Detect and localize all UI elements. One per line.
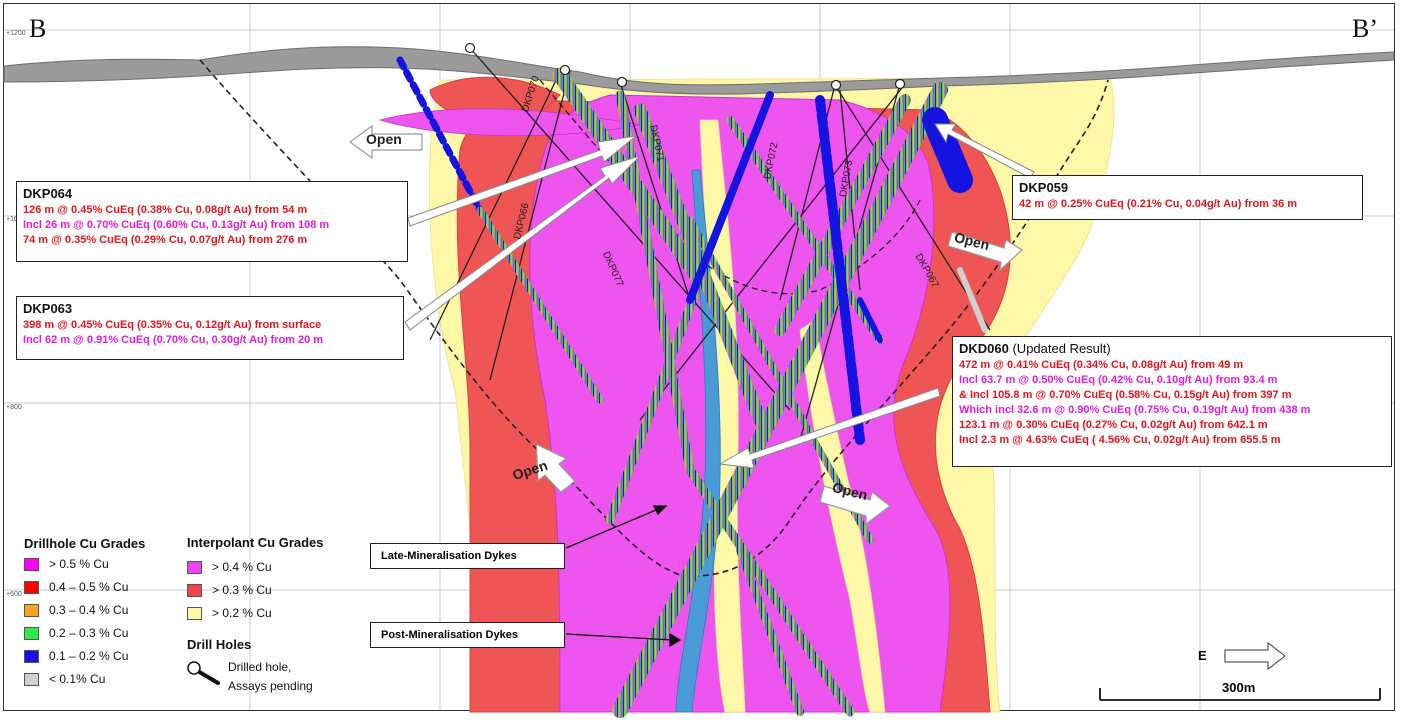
callout-title: DKP063: [23, 301, 73, 316]
callout-title: DKD060 (Updated Result): [959, 341, 1111, 356]
drillholes-assayed: [396, 56, 988, 718]
legend-drillhole-item: 0.4 – 0.5 % Cu: [24, 580, 128, 594]
direction-label: E: [1198, 648, 1207, 663]
elevation-label-800: +800: [6, 404, 22, 411]
legend-drillhole-item: < 0.1% Cu: [24, 672, 105, 686]
legend-swatch: [24, 672, 39, 686]
legend-pending-text: Assays pending: [228, 679, 313, 693]
result-line: Incl 62 m @ 0.91% CuEq (0.70% Cu, 0.30g/…: [23, 334, 324, 346]
scale-length-label: 300m: [1222, 680, 1256, 695]
callout-arrows: [404, 123, 1035, 469]
callout-dkp059: DKP059 42 m @ 0.25% CuEq (0.21% Cu, 0.04…: [1012, 175, 1363, 220]
topography: [3, 46, 1395, 95]
callout-note: (Updated Result): [1008, 341, 1111, 356]
legend-interpolant-title: Interpolant Cu Grades: [187, 535, 324, 550]
east-arrow-icon: [1224, 641, 1286, 671]
legend-swatch: [187, 583, 202, 597]
result-line: Which incl 32.6 m @ 0.90% CuEq (0.75% Cu…: [959, 404, 1311, 416]
legend-swatch: [24, 649, 39, 663]
result-line: 398 m @ 0.45% CuEq (0.35% Cu, 0.12g/t Au…: [23, 319, 322, 331]
callout-dkd060: DKD060 (Updated Result) 472 m @ 0.41% Cu…: [952, 336, 1392, 467]
legend-drillhole-item: 0.1 – 0.2 % Cu: [24, 649, 128, 663]
section-end-label: B’: [1352, 14, 1378, 43]
result-line: Incl 63.7 m @ 0.50% CuEq (0.42% Cu, 0.10…: [959, 374, 1278, 386]
legend-interp-item: > 0.3 % Cu: [187, 583, 272, 597]
result-line: Incl 26 m @ 0.70% CuEq (0.60% Cu, 0.13g/…: [23, 219, 330, 231]
result-line: 42 m @ 0.25% CuEq (0.21% Cu, 0.04g/t Au)…: [1019, 198, 1298, 210]
section-start-label: B: [29, 14, 47, 43]
legend-drillhole-title: Drillhole Cu Grades: [24, 536, 146, 551]
open-label-upper-left: Open: [366, 131, 402, 147]
result-line: 126 m @ 0.45% CuEq (0.38% Cu, 0.08g/t Au…: [23, 204, 308, 216]
legend-swatch: [24, 557, 39, 571]
legend-swatch: [187, 606, 202, 620]
legend-swatch: [187, 560, 202, 574]
pending-hole-symbol: [187, 661, 220, 685]
dyke-arrows: [565, 505, 682, 648]
drill-collars: [464, 42, 906, 91]
legend-swatch: [24, 603, 39, 617]
legend-drillhole-item: 0.2 – 0.3 % Cu: [24, 626, 128, 640]
callout-title: DKP059: [1019, 180, 1069, 195]
late-mineralisation-dykes-label: Late-Mineralisation Dykes: [370, 543, 565, 569]
elevation-label-1000: +10: [6, 216, 18, 223]
legend-drill-holes-title: Drill Holes: [187, 637, 252, 652]
legend-swatch: [24, 580, 39, 594]
open-arrows: [348, 124, 1023, 526]
result-line: 123.1 m @ 0.30% CuEq (0.27% Cu, 0.02g/t …: [959, 419, 1268, 431]
result-line: 74 m @ 0.35% CuEq (0.29% Cu, 0.07g/t Au)…: [23, 234, 308, 246]
result-line: & Incl 105.8 m @ 0.70% CuEq (0.58% Cu, 0…: [959, 389, 1292, 401]
legend-drillhole-item: 0.3 – 0.4 % Cu: [24, 603, 128, 617]
scale-bar: [1099, 688, 1381, 701]
legend-interp-item: > 0.4 % Cu: [187, 560, 272, 574]
elevation-label-1200: +1200: [6, 30, 26, 37]
result-line: Incl 2.3 m @ 4.63% CuEq ( 4.56% Cu, 0.02…: [959, 434, 1281, 446]
result-line: 472 m @ 0.41% CuEq (0.34% Cu, 0.08g/t Au…: [959, 359, 1244, 371]
post-mineralisation-dykes-label: Post-Mineralisation Dykes: [370, 622, 565, 648]
legend-drilled-text: Drilled hole,: [228, 660, 292, 674]
legend-interp-item: > 0.2 % Cu: [187, 606, 272, 620]
elevation-label-600: +600: [6, 591, 22, 598]
callout-dkp064: DKP064 126 m @ 0.45% CuEq (0.38% Cu, 0.0…: [16, 181, 408, 262]
legend-swatch: [24, 626, 39, 640]
callout-dkp063: DKP063 398 m @ 0.45% CuEq (0.35% Cu, 0.1…: [16, 296, 404, 360]
legend-drillhole-item: > 0.5 % Cu: [24, 557, 109, 571]
callout-title: DKP064: [23, 186, 73, 201]
